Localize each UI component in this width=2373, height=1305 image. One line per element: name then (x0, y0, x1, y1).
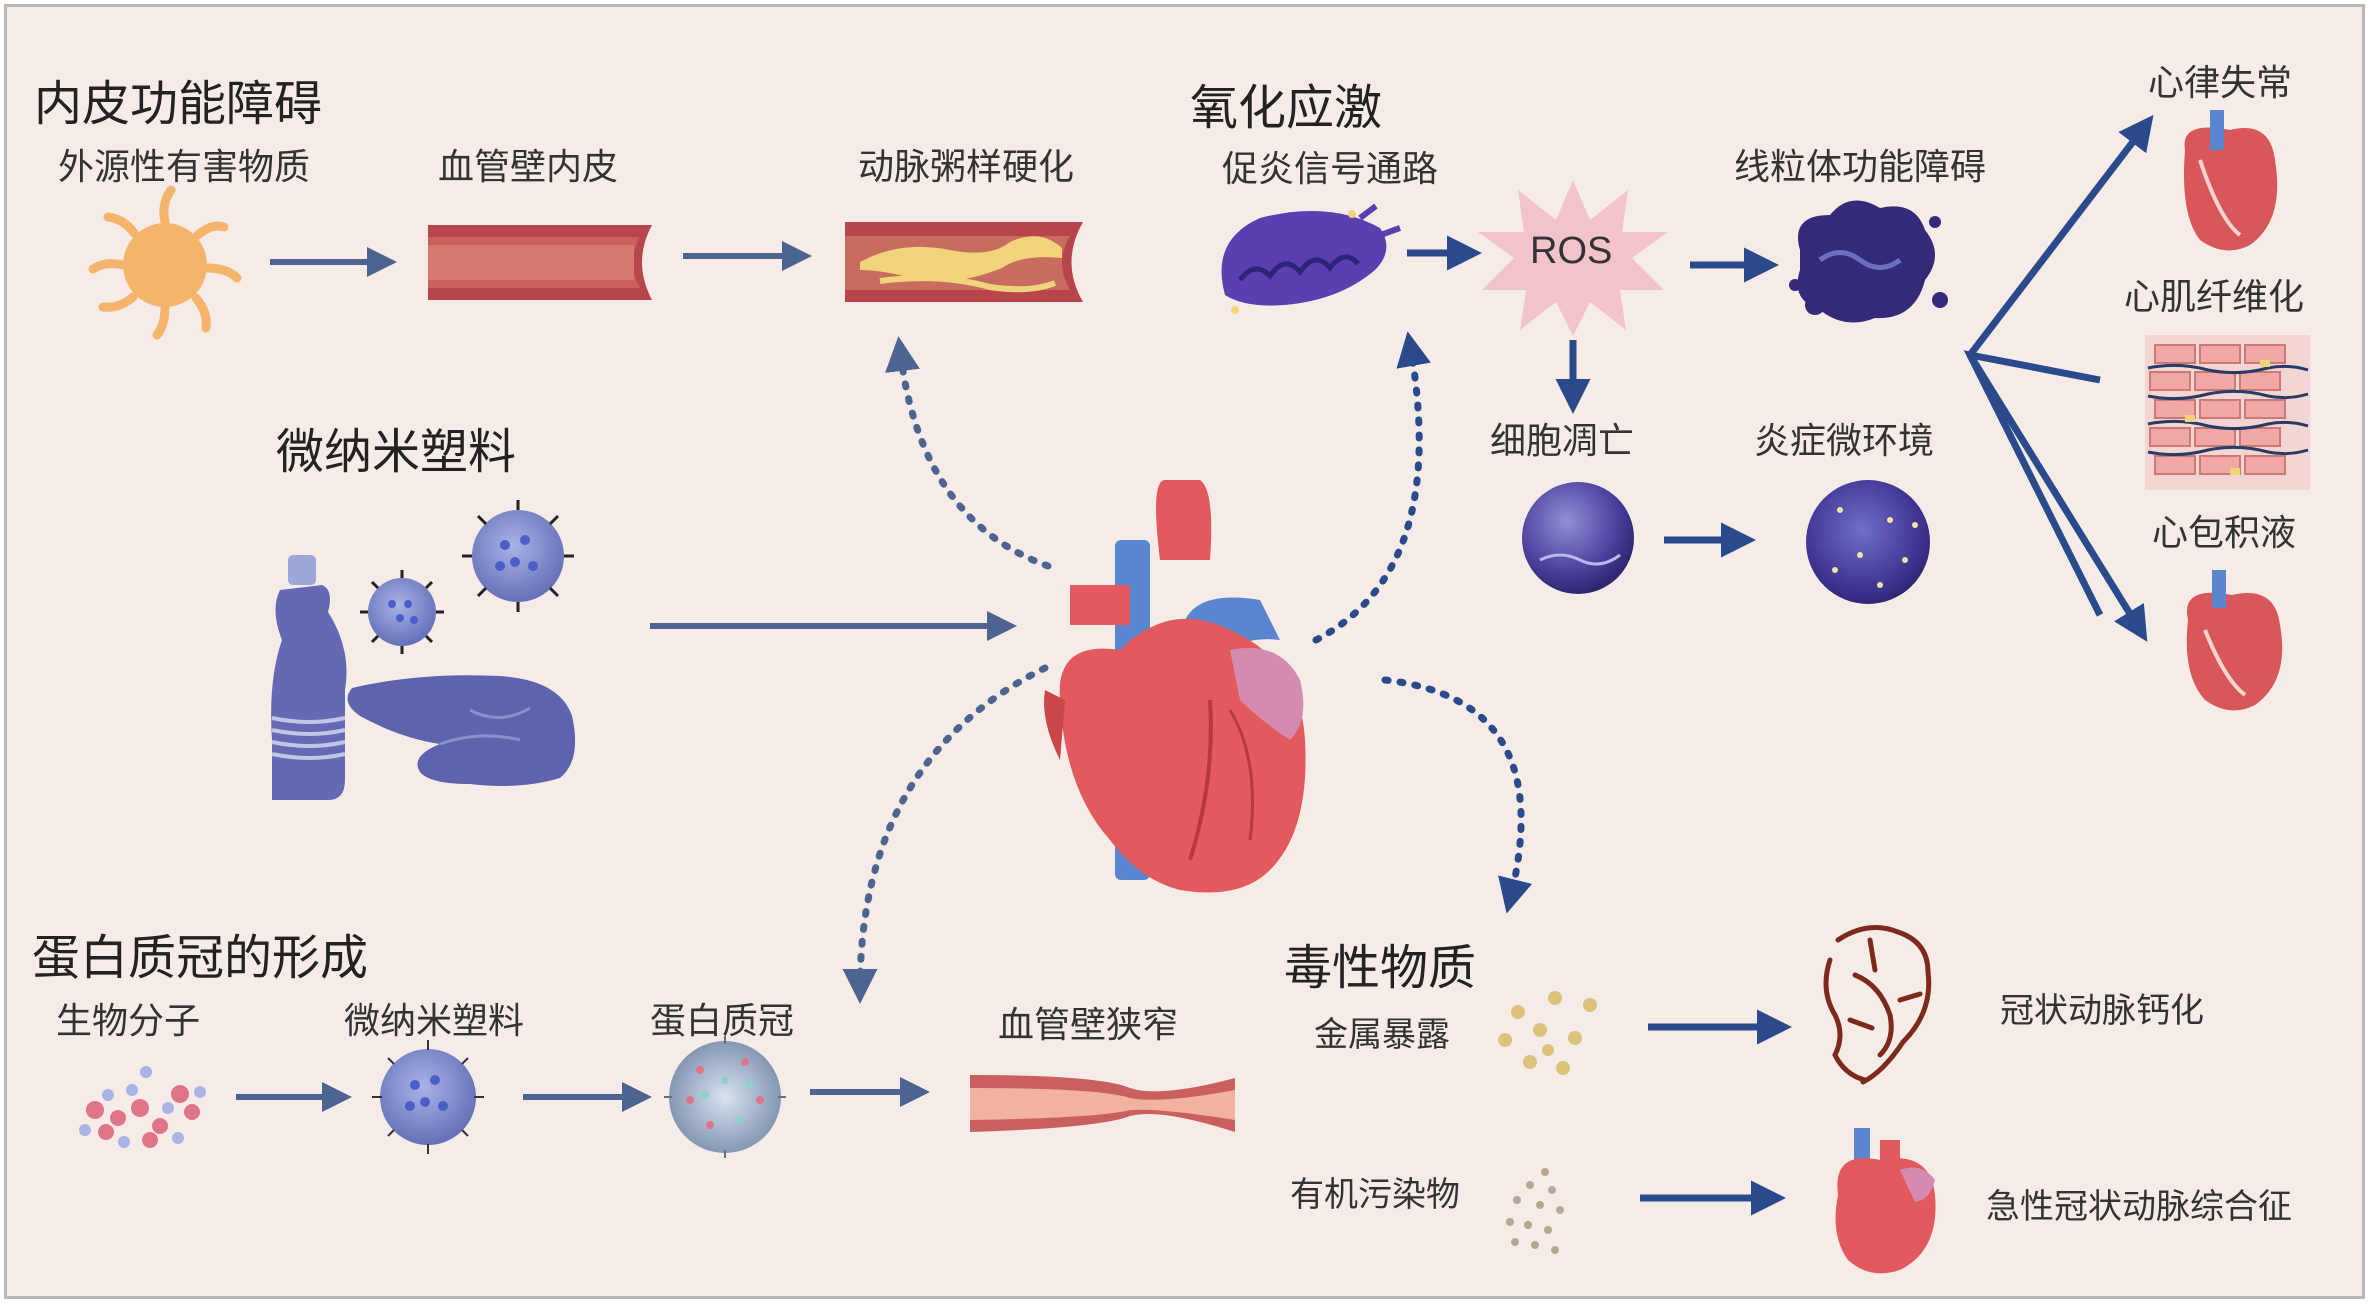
pathway-label: 促炎信号通路 (1222, 149, 1439, 190)
atherosclerosis-icon (845, 222, 1083, 302)
pericardial-effusion-heart-icon (2186, 570, 2283, 711)
endothelium-label: 血管壁内皮 (438, 147, 619, 188)
dotted-arrow-heart-to-protein-corona (842, 664, 1049, 1004)
arrow-to-pericardial-effusion (1967, 353, 2148, 642)
harmful-substance-label: 外源性有害物质 (58, 147, 311, 188)
mitochondria-pathway-icon (1221, 203, 1402, 314)
myocardial-fibrosis-label: 心肌纤维化 (2124, 277, 2305, 318)
nanoplastic-particle-large-icon (462, 500, 574, 612)
biomolecules-icon (79, 1066, 206, 1148)
myocardial-fibrosis-icon (2145, 335, 2310, 490)
dotted-arrow-heart-to-toxic-substances (1381, 676, 1533, 914)
protein-corona-section-title: 蛋白质冠的形成 (32, 930, 369, 986)
dotted-arrow-heart-to-atherosclerosis (885, 336, 1052, 570)
dotted-arrow-heart-to-oxidative-stress (1312, 331, 1431, 644)
arrow-to-arrhythmia (1967, 114, 2154, 358)
endothelial-section-title: 内皮功能障碍 (34, 76, 323, 132)
vessel-endothelium-icon (428, 225, 652, 300)
ros-burst-icon (1478, 180, 1668, 336)
acs-heart-icon (1835, 1128, 1936, 1274)
toxic-section-title: 毒性物质 (1284, 940, 1477, 996)
acs-label: 急性冠状动脉综合征 (1986, 1187, 2292, 1227)
coronary-calcification-icon (1823, 925, 1932, 1085)
branch-connector (1963, 350, 2104, 617)
narrowed-vessel-label: 血管壁狭窄 (998, 1005, 1179, 1046)
nanoplastic-particle-small-icon (360, 570, 444, 654)
harmful-substance-icon (88, 185, 242, 340)
inflammation-microenvironment-icon (1806, 480, 1930, 604)
metal-exposure-label: 金属暴露 (1314, 1015, 1450, 1055)
organic-pollutants-label: 有机污染物 (1290, 1175, 1460, 1215)
metal-particles-icon (1498, 991, 1597, 1075)
apoptosis-cell-icon (1522, 482, 1634, 594)
microplastic-label: 微纳米塑料 (344, 1001, 525, 1042)
atherosclerosis-label: 动脉粥样硬化 (858, 147, 1075, 188)
inflammation-label: 炎症微环境 (1754, 421, 1935, 462)
arrhythmia-label: 心律失常 (2148, 63, 2293, 104)
protein-corona-icon (664, 1036, 786, 1158)
organic-pollutant-particles-icon (1506, 1168, 1564, 1254)
heart-icon (1044, 480, 1306, 893)
pericardial-effusion-label: 心包积液 (2152, 513, 2297, 554)
ros-label: ROS (1530, 230, 1613, 272)
biomolecules-label: 生物分子 (56, 1001, 201, 1042)
apoptosis-cell-detail (1539, 553, 1621, 566)
coronary-calcification-label: 冠状动脉钙化 (2000, 991, 2204, 1031)
arrhythmia-heart-icon (2184, 110, 2278, 251)
mitochondrial-dysfunction-icon (1789, 200, 1948, 323)
narrowed-vessel-icon (970, 1075, 1235, 1132)
plastic-bottle-icon (271, 555, 347, 800)
microplastic-particle-icon (372, 1040, 484, 1154)
apoptosis-label: 细胞凋亡 (1490, 421, 1635, 462)
oxidative-stress-section-title: 氧化应激 (1190, 80, 1383, 136)
protein-corona-label: 蛋白质冠 (650, 1001, 795, 1042)
plastic-sheet-icon (347, 675, 576, 786)
microplastics-section-title: 微纳米塑料 (276, 424, 517, 480)
mitochondrial-dysfunction-label: 线粒体功能障碍 (1734, 147, 1987, 188)
